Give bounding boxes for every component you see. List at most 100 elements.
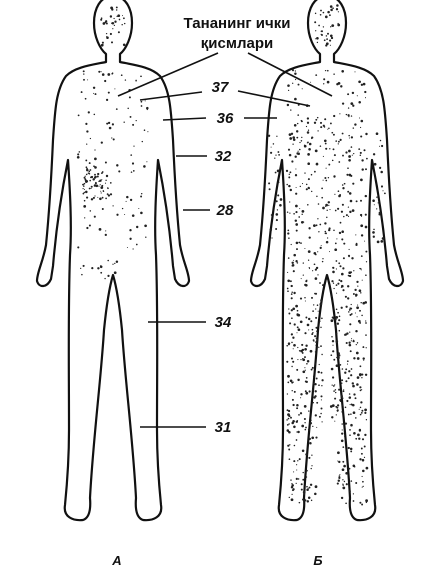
stipple-dot (314, 122, 316, 124)
stipple-dot (318, 371, 320, 373)
stipple-dot (84, 192, 85, 193)
stipple-dot (270, 228, 273, 231)
stipple-dot (342, 133, 344, 135)
stipple-dot (365, 97, 366, 98)
stipple-dot (341, 379, 343, 381)
stipple-dot (109, 127, 112, 130)
stipple-dot (291, 366, 292, 367)
stipple-dot (307, 117, 309, 119)
stipple-dot (341, 383, 342, 384)
stipple-dot (293, 344, 296, 347)
stipple-dot (289, 174, 290, 175)
stipple-dot (291, 292, 292, 293)
stipple-dot (361, 120, 364, 123)
stipple-dot (126, 196, 128, 198)
stipple-dot (85, 179, 86, 180)
stipple-dot (99, 180, 101, 182)
stipple-dot (101, 192, 102, 193)
stipple-dot (319, 224, 321, 226)
stipple-dot (360, 292, 361, 293)
stipple-dot (83, 265, 85, 267)
stipple-dot (276, 136, 277, 137)
stipple-dot (111, 41, 113, 43)
stipple-dot (307, 162, 310, 165)
stipple-dot (114, 21, 116, 23)
stipple-dot (89, 224, 91, 226)
stipple-dot (94, 166, 97, 169)
stipple-dot (336, 328, 337, 329)
stipple-dot (333, 148, 335, 150)
stipple-dot (321, 34, 322, 35)
stipple-dot (333, 115, 335, 117)
stipple-dot (364, 412, 366, 414)
stipple-dot (323, 180, 324, 181)
stipple-dot (140, 196, 142, 198)
stipple-dot (85, 191, 88, 194)
stipple-dot (351, 146, 353, 148)
stipple-dot (355, 482, 357, 484)
stipple-dot (320, 122, 322, 124)
stipple-dot (291, 342, 293, 344)
stipple-dot (344, 436, 345, 437)
stipple-dot (308, 496, 311, 499)
stipple-dot (348, 377, 350, 379)
stipple-dot (362, 168, 364, 170)
stipple-dot (146, 161, 147, 162)
stipple-dot (357, 434, 360, 437)
stipple-dot (313, 224, 316, 227)
stipple-dot (350, 448, 353, 451)
stipple-dot (308, 318, 310, 320)
stipple-dot (84, 183, 86, 185)
stipple-dot (351, 313, 353, 315)
stipple-dot (333, 230, 335, 232)
stipple-dot (316, 378, 318, 380)
stipple-dot (311, 333, 313, 335)
label-37: 37 (212, 79, 229, 96)
stipple-dot (308, 410, 309, 411)
stipple-dot (85, 176, 86, 177)
stipple-dot (372, 199, 375, 202)
stipple-dot (342, 184, 344, 186)
stipple-dot (336, 238, 337, 239)
stipple-dot (349, 429, 351, 431)
stipple-dot (350, 102, 353, 105)
stipple-dot (361, 504, 363, 506)
stipple-dot (345, 380, 347, 382)
stipple-dot (295, 174, 297, 176)
stipple-dot (94, 216, 96, 218)
stipple-dot (353, 465, 356, 468)
stipple-dot (347, 364, 348, 365)
stipple-dot (83, 79, 85, 81)
stipple-dot (292, 399, 294, 401)
stipple-dot (301, 425, 304, 428)
stipple-dot (293, 292, 295, 294)
stipple-dot (316, 427, 317, 428)
stipple-dot (339, 265, 341, 267)
stipple-dot (110, 182, 112, 184)
stipple-dot (304, 348, 307, 351)
stipple-dot (296, 483, 297, 484)
stipple-dot (365, 374, 367, 376)
stipple-dot (351, 340, 352, 341)
stipple-dot (341, 273, 344, 276)
stipple-dot (294, 98, 297, 101)
stipple-dot (293, 260, 294, 261)
stipple-dot (331, 416, 333, 418)
stipple-dot (312, 389, 313, 390)
stipple-dot (348, 216, 349, 217)
stipple-dot (365, 334, 367, 336)
stipple-dot (105, 20, 107, 22)
stipple-dot (342, 397, 343, 398)
stipple-dot (323, 83, 324, 84)
stipple-dot (91, 267, 93, 269)
stipple-dot (314, 395, 316, 397)
stipple-dot (84, 177, 86, 179)
stipple-dot (300, 359, 301, 360)
stipple-dot (316, 37, 319, 40)
stipple-dot (312, 329, 314, 331)
stipple-dot (299, 208, 300, 209)
stipple-dot (334, 194, 335, 195)
stipple-dot (317, 251, 318, 252)
label-28: 28 (216, 202, 234, 219)
stipple-dot (334, 421, 335, 422)
